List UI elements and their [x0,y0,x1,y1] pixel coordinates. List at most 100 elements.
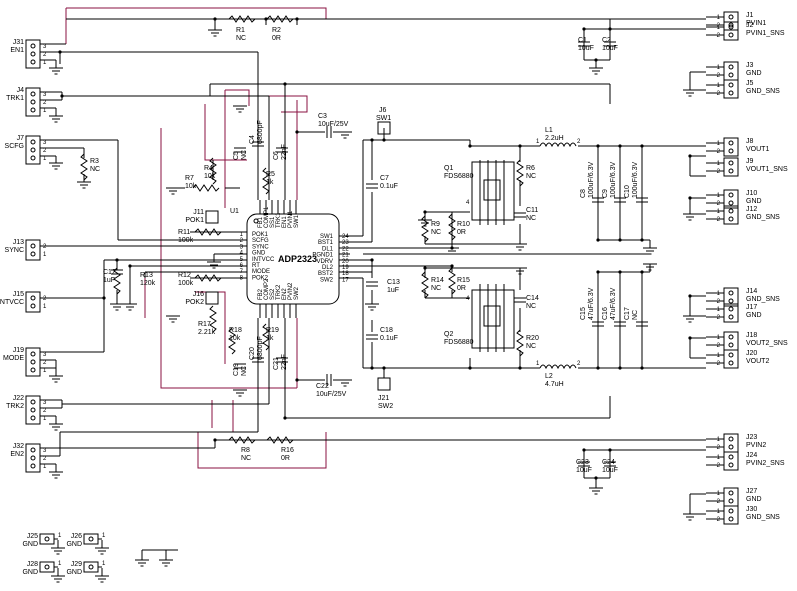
capacitor-ref: C12 [103,269,116,276]
resistor-value: 1k [266,179,274,186]
ic-left-pin-num: 2 [240,238,244,244]
resistor-value: 10k [185,183,197,190]
capacitor-ref: C21 [273,357,280,370]
mosfet-q2[interactable]: Q2 FDS6880 4 [444,284,515,352]
ic-bottom-pin-name: COMP2 [264,278,270,300]
junction-dot [382,366,386,370]
capacitor-c7[interactable]: C70.1uF [366,175,398,190]
junction-dot [423,210,427,214]
pin-number: 1 [717,437,721,443]
connector-label: PVIN1 [746,20,766,27]
connector-label: GND [746,496,762,503]
ground-icon [513,243,527,251]
pin-number: 1 [43,108,47,114]
pin-number: 1 [717,455,721,461]
pin-number: 1 [717,193,721,199]
connector-label: GND_SNS [746,296,780,303]
ic-u1[interactable]: U1 ADP2323 [230,208,340,305]
q2-ref: Q2 [444,331,453,338]
junction-dot [423,266,427,270]
connector-label: GND [22,569,38,576]
ground-icon [49,67,63,75]
capacitor-value: NC [526,215,536,222]
mosfet-q1[interactable]: Q1 FDS6880 4 [444,160,515,225]
junction-dot [295,130,299,134]
